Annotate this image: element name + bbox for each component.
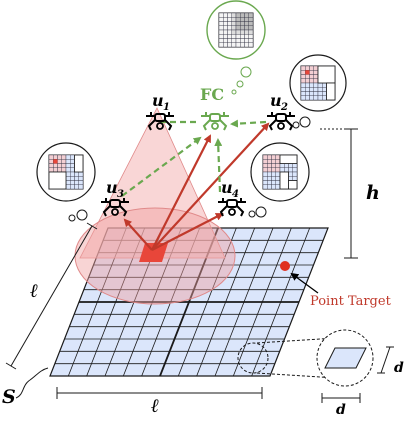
drone-icon	[267, 112, 295, 131]
grid-map-icon	[218, 12, 254, 48]
svg-text:2: 2	[280, 102, 288, 113]
grid-map-icon	[48, 154, 84, 190]
label-fc: FC	[200, 85, 224, 104]
svg-text:u: u	[221, 178, 233, 197]
svg-text:3: 3	[117, 189, 124, 200]
label-d-right: d	[394, 360, 404, 376]
sensing-cone	[74, 107, 236, 305]
ground-grid	[49, 227, 329, 377]
label-u2: u 2	[270, 91, 288, 113]
grid-map-icon	[300, 65, 336, 101]
thought-bubble-icon	[206, 0, 266, 95]
svg-text:4: 4	[232, 189, 239, 200]
label-u1: u 1	[152, 91, 170, 113]
label-u3: u 3	[106, 178, 124, 200]
ell-left-dimension	[5, 222, 98, 370]
thought-bubble-icon	[36, 142, 96, 222]
point-target-label: Point Target	[310, 294, 392, 309]
d-right-dimension	[377, 346, 394, 374]
svg-text:u: u	[270, 91, 282, 110]
label-d-bottom: d	[336, 402, 346, 416]
grid-map-icon	[262, 154, 298, 190]
label-S: S	[2, 386, 16, 408]
zoom-circle-icon	[237, 329, 374, 387]
svg-text:1: 1	[163, 102, 170, 113]
ell-bottom-dimension	[56, 387, 263, 399]
svg-text:u: u	[106, 178, 118, 197]
label-ell-bottom: ℓ	[151, 395, 159, 416]
S-pointer	[15, 367, 49, 399]
d-bottom-dimension	[321, 393, 361, 403]
label-u4: u 4	[221, 178, 239, 200]
label-h: h	[366, 182, 380, 204]
svg-text:u: u	[152, 91, 164, 110]
drone-icon	[101, 198, 129, 217]
highlighted-cell	[139, 243, 168, 262]
point-target-marker	[280, 261, 290, 271]
red-arrows	[123, 122, 270, 251]
drone-icon	[201, 112, 229, 131]
drone-icon	[218, 198, 246, 217]
drone-icon	[146, 112, 174, 131]
label-ell-left: ℓ	[30, 280, 38, 302]
height-dimension	[320, 128, 358, 259]
thought-bubble-icon	[289, 54, 347, 129]
thought-bubble-icon	[248, 142, 310, 218]
